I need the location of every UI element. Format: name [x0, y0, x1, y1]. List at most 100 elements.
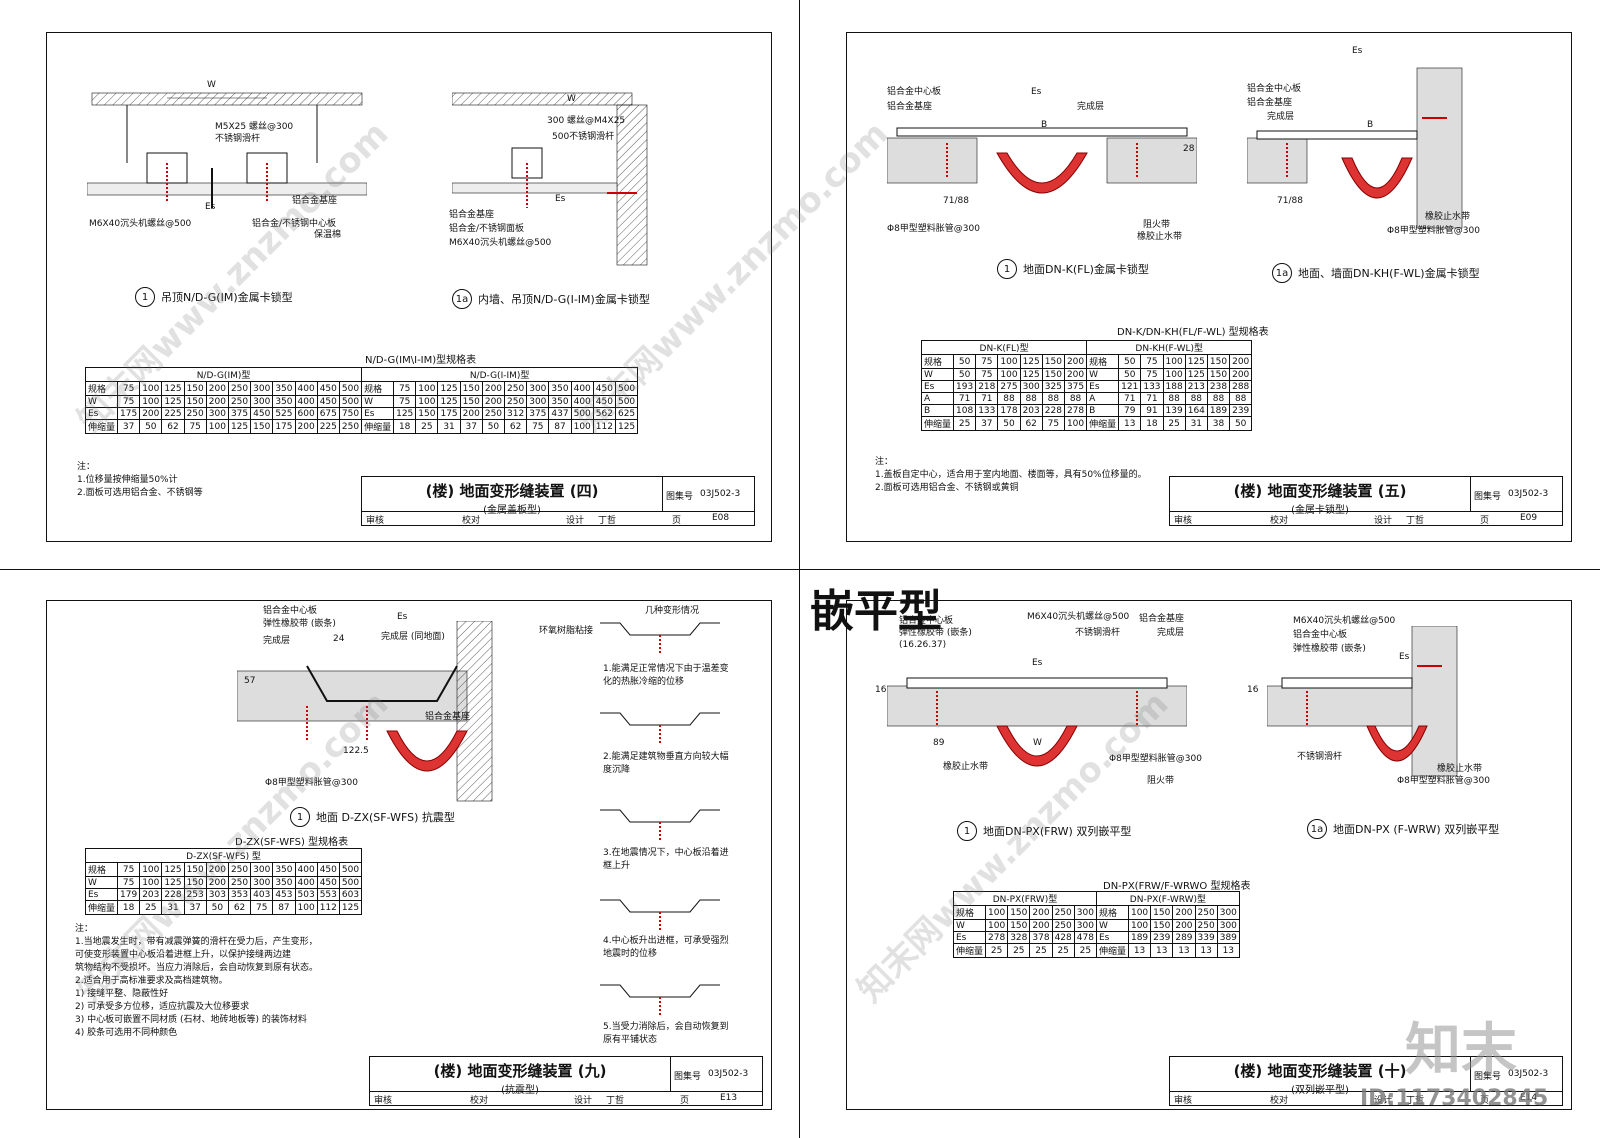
table-cell: 133 [1140, 380, 1164, 393]
e13-page-label: 页 [680, 1096, 690, 1106]
table-cell: 125 [1184, 354, 1208, 369]
e14-subtitle: (双列嵌平型) [1170, 1081, 1470, 1096]
table-cell: 139 [1162, 404, 1186, 417]
table-row-header: 伸缩量 [361, 419, 395, 434]
table-cell: 62 [161, 419, 185, 434]
e14-title-block: (楼) 地面变形缝装置 (十) (双列嵌平型) 图集号 03J502-3 审核 … [1169, 1056, 1563, 1106]
e13-f1-done: 完成层 [263, 636, 291, 646]
table-cell: 150 [183, 381, 207, 396]
table-cell: 150 [1007, 919, 1031, 932]
e14-f2-tube: Φ8甲型塑料胀管@300 [1397, 776, 1490, 786]
table-cell: 37 [117, 419, 141, 434]
e14-f1-h16: 16 [875, 685, 887, 695]
e08-atlas-label: 图集号 [666, 492, 694, 502]
e08-atlas-no: 03J502-3 [700, 489, 741, 499]
e13-f1-w24: 24 [333, 634, 345, 644]
table-cell: 250 [1051, 919, 1075, 932]
table-cell: 450 [316, 381, 340, 396]
table-cell: 175 [272, 419, 296, 434]
e13-notes: 注： 1.当地震发生时，带有减震弹簧的滑杆在受力后，产生变形， 可使变形装置中心… [75, 923, 318, 1040]
e14-f1-plate: 铝合金中心板 [899, 616, 954, 626]
table-cell: 50 [997, 416, 1021, 431]
table-cell: 275 [997, 380, 1021, 393]
e14-f1-seal: 弹性橡胶带 (嵌条) [899, 628, 972, 638]
e13-design: 设计 [574, 1096, 593, 1106]
e09-subtitle: (金属卡锁型) [1170, 501, 1470, 516]
e13-side-note-1: 1.能满足正常情况下由于温差变化的热胀冷缩的位移 [603, 664, 729, 687]
table-cell: 50 [953, 354, 977, 369]
e14-f1-rail: 不锈钢滑杆 [1075, 628, 1121, 638]
table-cell: 75 [1041, 416, 1065, 431]
table-cell: 75 [975, 368, 999, 381]
table-cell: 288 [1229, 380, 1253, 393]
e14-f1-dim89: 89 [933, 738, 945, 748]
e09-fig1-caption-text: 地面DN-K(FL)金属卡锁型 [1023, 263, 1149, 276]
table-cell: 150 [415, 407, 439, 420]
table-cell: 300 [250, 862, 274, 877]
table-row-header: W [84, 876, 119, 889]
e09-fig1-num: 1 [997, 259, 1017, 279]
table-cell: 400 [294, 381, 318, 396]
e08-note-0: 注： [77, 462, 96, 472]
e08-page: E08 [712, 513, 730, 523]
table-cell: 450 [316, 395, 340, 408]
table-cell: 200 [1229, 368, 1253, 381]
table-cell: 100 [997, 354, 1021, 369]
table-cell: 500 [338, 381, 363, 396]
table-row-header: 规格 [1086, 354, 1120, 369]
table-cell: 400 [294, 862, 318, 877]
e13-note-7: 3) 中心板可嵌置不同材质 (石材、地砖地板等) 的装饰材料 [75, 1015, 307, 1025]
table-cell: 278 [1063, 404, 1088, 417]
table-cell: 150 [1150, 919, 1174, 932]
e13-title-main: (楼) 地面变形缝装置 (九) (抗震型) [370, 1057, 671, 1096]
table-row-header: A [920, 392, 955, 405]
e14-atlas-no: 03J502-3 [1508, 1069, 1549, 1079]
table-cell: 200 [1172, 919, 1196, 932]
table-cell: 25 [985, 943, 1009, 958]
table-cell: 100 [985, 905, 1009, 920]
table-cell: 375 [1063, 380, 1088, 393]
e08-fig2-caption-text: 内墙、吊顶N/D-G(I-IM)金属卡锁型 [478, 293, 650, 306]
table-cell: 25 [1051, 943, 1075, 958]
table-cell: 178 [997, 404, 1021, 417]
e09-title-block: (楼) 地面变形缝装置 (五) (金属卡锁型) 图集号 03J502-3 审核 … [1169, 476, 1563, 526]
table-cell: 100 [205, 419, 229, 434]
table-cell: 250 [227, 395, 252, 408]
e13-note-3: 筑物结构不受损坏。当应力消除后，会自动恢复到原有状态。 [75, 963, 319, 973]
table-cell: 75 [393, 381, 417, 396]
table-cell: 25 [415, 419, 439, 434]
e08-fig2-drawing [452, 92, 648, 266]
table-cell: 200 [481, 395, 506, 408]
table-cell: 37 [459, 419, 483, 434]
e13-atlas-label: 图集号 [674, 1072, 702, 1082]
table-group-2: DN-PX(F-WRW)型 [1095, 891, 1240, 906]
table-cell: 218 [975, 380, 999, 393]
e13-note-8: 4) 胶条可选用不同种颜色 [75, 1028, 178, 1038]
table-cell: 150 [1007, 905, 1031, 920]
e13-check: 校对 [470, 1096, 489, 1106]
e13-fig1-caption-text: 地面 D-ZX(SF-WFS) 抗震型 [316, 811, 455, 824]
table-cell: 18 [393, 419, 417, 434]
table-cell: 225 [316, 419, 340, 434]
table-cell: 150 [1041, 368, 1065, 381]
e14-f2-rubber: 橡胶止水带 [1437, 764, 1483, 774]
e09-f2-base: 铝合金基座 [1247, 98, 1293, 108]
table-cell: 300 [1073, 905, 1097, 920]
table-cell: 75 [393, 395, 417, 408]
table-cell: 200 [1229, 354, 1253, 369]
table-cell: 125 [161, 381, 185, 396]
e14-page-label: 页 [1480, 1096, 1490, 1106]
